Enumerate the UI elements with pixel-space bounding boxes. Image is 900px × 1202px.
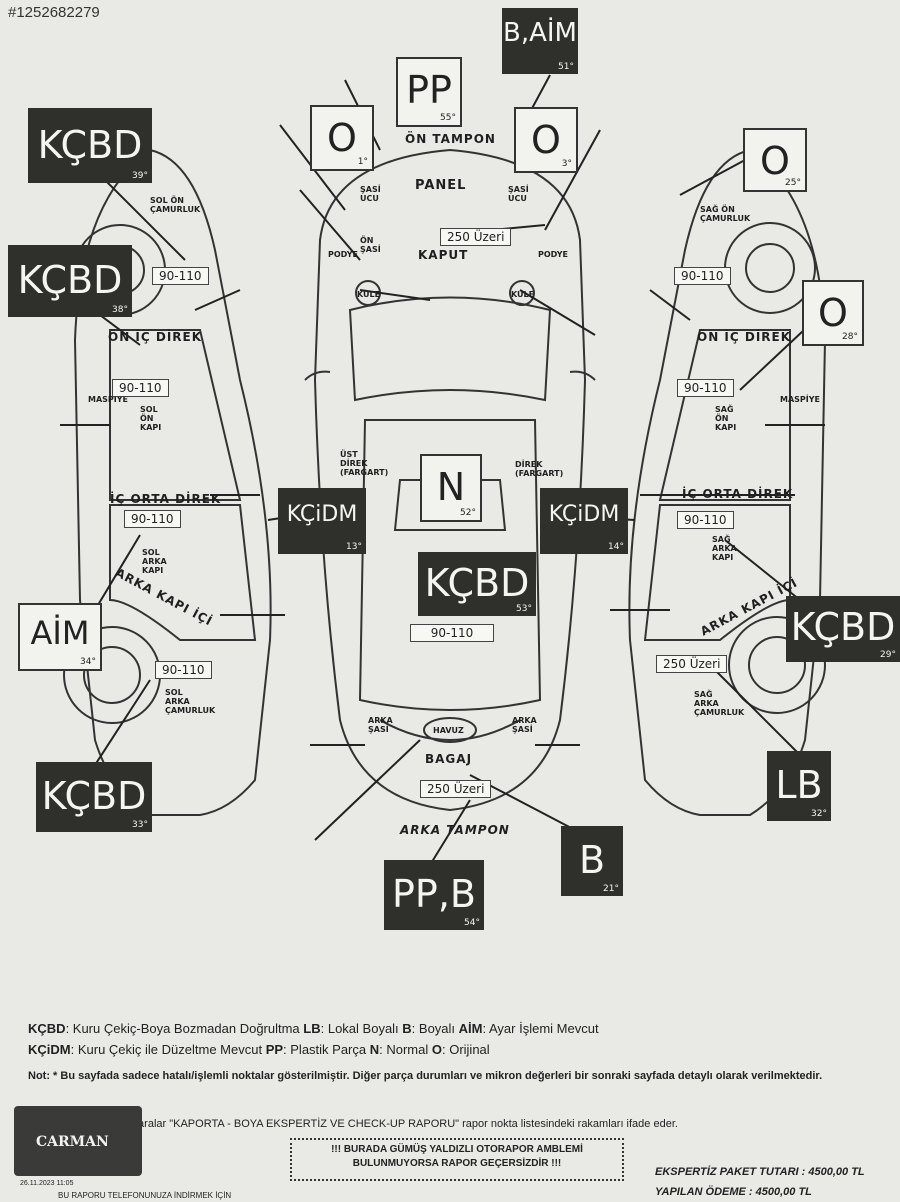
measure-tavan: 90-110 (410, 624, 494, 642)
stamp-line-2: BULUNMUYORSA RAPOR GEÇERSİZDİR !!! (352, 1158, 562, 1169)
label-sag-on-ic-direk: ÖN İÇ DİREK (697, 330, 792, 344)
label-sag-arka-kapi: SAĞ ARKA KAPI (712, 535, 737, 562)
label-on-sasi: ÖN ŞASİ (360, 236, 381, 254)
legend-key: O (431, 1042, 442, 1057)
label-sol-arka-kapi: SOL ARKA KAPI (142, 548, 167, 575)
legend-key: KÇBD (28, 1021, 66, 1036)
legend-key: PP (265, 1042, 284, 1057)
label-arka-sasi-right: ARKA ŞASİ (512, 716, 537, 734)
label-arka-tampon: ARKA TAMPON (400, 823, 510, 837)
label-sag-on-kapi: SAĞ ÖN KAPI (715, 405, 737, 432)
label-kaput: KAPUT (418, 248, 469, 262)
measure-sag-arka-camurluk: 250 Üzeri (656, 655, 728, 673)
measure-sol-arka-kapi: 90-110 (124, 510, 181, 528)
legend-value: : Plastik Parça (283, 1042, 370, 1057)
legend-value: : Lokal Boyalı (320, 1021, 403, 1036)
legend-key: N (369, 1042, 380, 1057)
logo-text: CARMAN (36, 1134, 109, 1150)
label-panel: PANEL (415, 178, 467, 193)
payment-summary: EKSPERTİZ PAKET TUTARI : 4500,00 TL YAPI… (655, 1162, 865, 1202)
label-sasi-ucu-left: ŞASİ UCU (360, 185, 381, 203)
package-total: EKSPERTİZ PAKET TUTARI : 4500,00 TL (655, 1166, 865, 1178)
measure-bagaj: 250 Üzeri (420, 780, 492, 798)
label-on-tampon: ÖN TAMPON (405, 132, 496, 146)
carman-logo: CARMAN (14, 1106, 142, 1176)
listing-id: #1252682279 (8, 4, 100, 21)
label-arka-sasi-left: ARKA ŞASİ (368, 716, 393, 734)
label-podye-left: PODYE (328, 250, 358, 259)
legend-value: : Kuru Çekiç-Boya Bozmadan Doğrultma (65, 1021, 304, 1036)
label-sag-ic-orta-direk: İÇ ORTA DİREK (682, 487, 794, 501)
label-sasi-ucu-right: ŞASİ UCU (508, 185, 529, 203)
legend-value: : Kuru Çekiç ile Düzeltme Mevcut (70, 1042, 266, 1057)
label-bagaj: BAGAJ (425, 752, 473, 766)
measure-sag-on-kapi: 90-110 (677, 379, 734, 397)
label-sag-maspiye: MASPİYE (780, 395, 821, 404)
legend-value: : Ayar İşlemi Mevcut (482, 1021, 599, 1036)
label-sol-on-kapi: SOL ÖN KAPI (140, 405, 162, 432)
label-sag-arka-camurluk: SAĞ ARKA ÇAMURLUK (694, 690, 745, 717)
legend-line-2: KÇiDM: Kuru Çekiç ile Düzeltme Mevcut PP… (28, 1039, 878, 1060)
measure-kaput: 250 Üzeri (440, 228, 512, 246)
label-sol-arka-camurluk: SOL ARKA ÇAMURLUK (165, 688, 216, 715)
label-ust-direk-right: DİREK (FARGART) (515, 460, 564, 478)
measure-sol-camurluk: 90-110 (152, 267, 209, 285)
measure-sol-arka-camurluk: 90-110 (155, 661, 212, 679)
legend: KÇBD: Kuru Çekiç-Boya Bozmadan Doğrultma… (28, 1018, 878, 1060)
validity-stamp-notice: !!! BURADA GÜMÜŞ YALDIZLI OTORAPOR AMBLE… (290, 1138, 624, 1181)
label-sol-ic-orta-direk: İÇ ORTA DİREK (110, 492, 222, 506)
label-podye-right: PODYE (538, 250, 568, 259)
label-ust-direk-left: ÜST DİREK (FARGART) (340, 450, 389, 477)
legend-value: : Boyalı (411, 1021, 459, 1036)
measure-sag-camurluk: 90-110 (674, 267, 731, 285)
label-sol-on-camurluk: SOL ÖN ÇAMURLUK (150, 196, 201, 214)
note-kutu-numaralari: Not: * Kutulardaki numaralar "KAPORTA - … (28, 1118, 678, 1130)
label-kule-right: KULE (511, 290, 535, 299)
legend-value: : Orijinal (441, 1042, 490, 1057)
legend-key: B (402, 1021, 412, 1036)
legend-key: AİM (458, 1021, 483, 1036)
measure-sol-on-kapi: 90-110 (112, 379, 169, 397)
measure-sag-arka-kapi: 90-110 (677, 511, 734, 529)
payment-made: YAPILAN ÖDEME : 4500,00 TL (655, 1186, 812, 1198)
legend-key: LB (303, 1021, 321, 1036)
legend-line-1: KÇBD: Kuru Çekiç-Boya Bozmadan Doğrultma… (28, 1018, 878, 1039)
label-kule-left: KULE (357, 290, 381, 299)
download-hint: BU RAPORU TELEFONUNUZA İNDİRMEK İÇİN (58, 1191, 232, 1200)
label-sag-on-camurluk: SAĞ ÖN ÇAMURLUK (700, 205, 751, 223)
note-hatali-noktalar: Not: * Bu sayfada sadece hatalı/işlemli … (28, 1070, 823, 1082)
label-havuz: HAVUZ (433, 726, 464, 735)
label-sol-on-ic-direk: ÖN İÇ DİREK (108, 330, 203, 344)
legend-value: : Normal (379, 1042, 432, 1057)
label-sol-maspiye: MASPİYE (88, 395, 129, 404)
stamp-line-1: !!! BURADA GÜMÜŞ YALDIZLI OTORAPOR AMBLE… (331, 1144, 583, 1155)
legend-key: KÇiDM (28, 1042, 71, 1057)
report-date: 26.11.2023 11:05 (20, 1180, 74, 1187)
